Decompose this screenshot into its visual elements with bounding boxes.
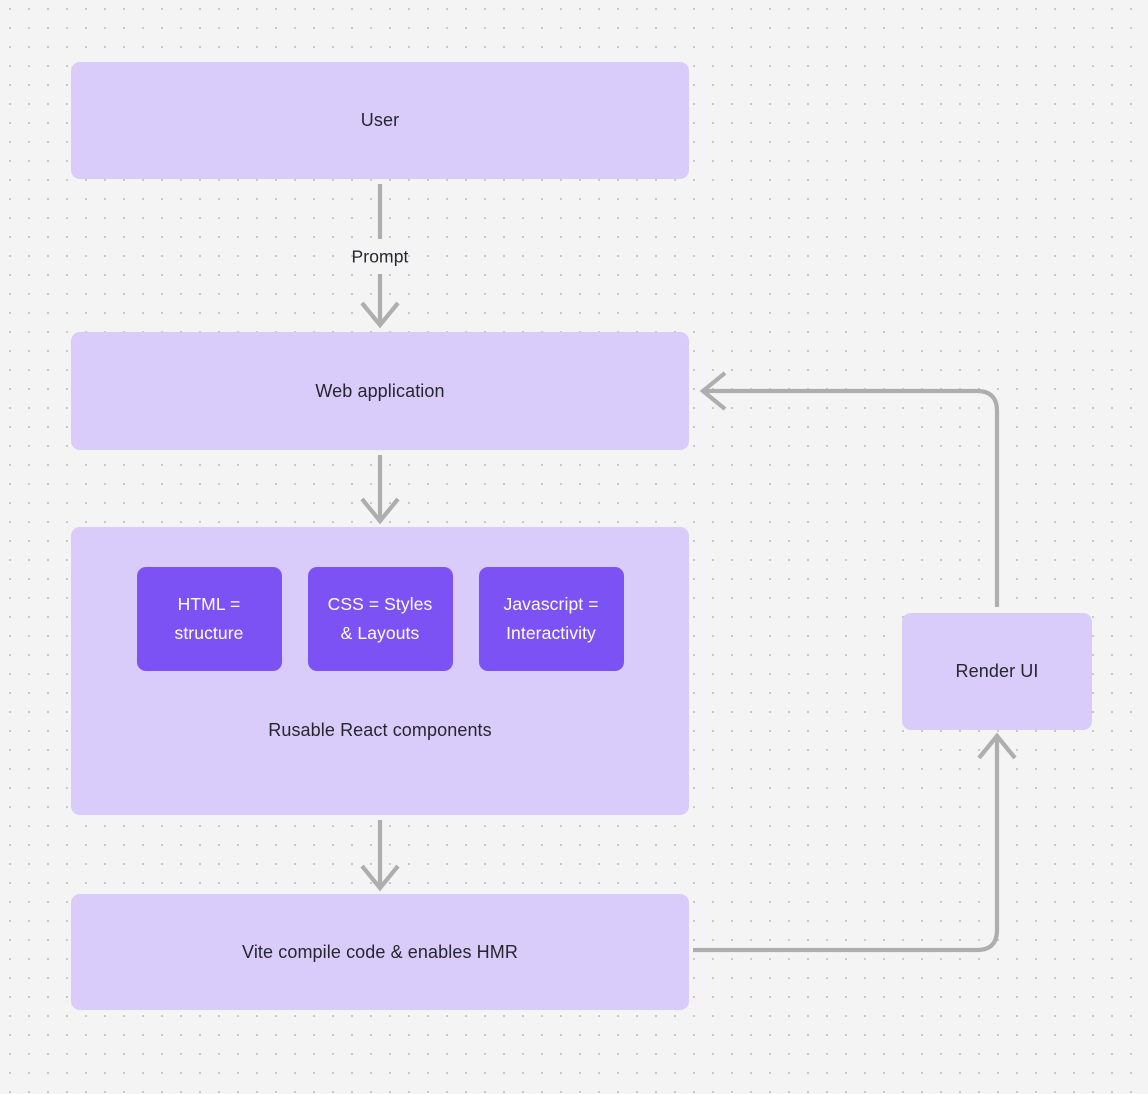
edge-components-to-vite [360, 820, 400, 892]
chip-html[interactable]: HTML = structure [136, 567, 282, 671]
edge-render-to-webapp [699, 371, 1000, 607]
node-user-label: User [360, 110, 400, 131]
node-render-ui[interactable]: Render UI [902, 613, 1092, 730]
chip-javascript[interactable]: Javascript = Interactivity [478, 567, 624, 671]
edge-label-prompt: Prompt [351, 246, 409, 267]
chip-html-label: HTML = structure [174, 594, 244, 643]
chip-javascript-label: Javascript = Interactivity [503, 594, 599, 643]
edge-webapp-to-components [360, 455, 400, 525]
node-web-application[interactable]: Web application [71, 332, 689, 450]
node-web-application-label: Web application [315, 380, 445, 401]
node-vite-label: Vite compile code & enables HMR [242, 941, 518, 962]
chip-row: HTML = structure CSS = Styles & Layouts … [71, 567, 689, 671]
node-user[interactable]: User [71, 62, 689, 179]
node-render-ui-label: Render UI [955, 661, 1039, 682]
edge-vite-to-render [693, 732, 1017, 953]
node-react-components-caption: Rusable React components [268, 720, 492, 740]
chip-css[interactable]: CSS = Styles & Layouts [307, 567, 453, 671]
chip-css-label: CSS = Styles & Layouts [327, 594, 433, 643]
node-react-components-group[interactable]: HTML = structure CSS = Styles & Layouts … [71, 527, 689, 815]
node-vite[interactable]: Vite compile code & enables HMR [71, 894, 689, 1010]
